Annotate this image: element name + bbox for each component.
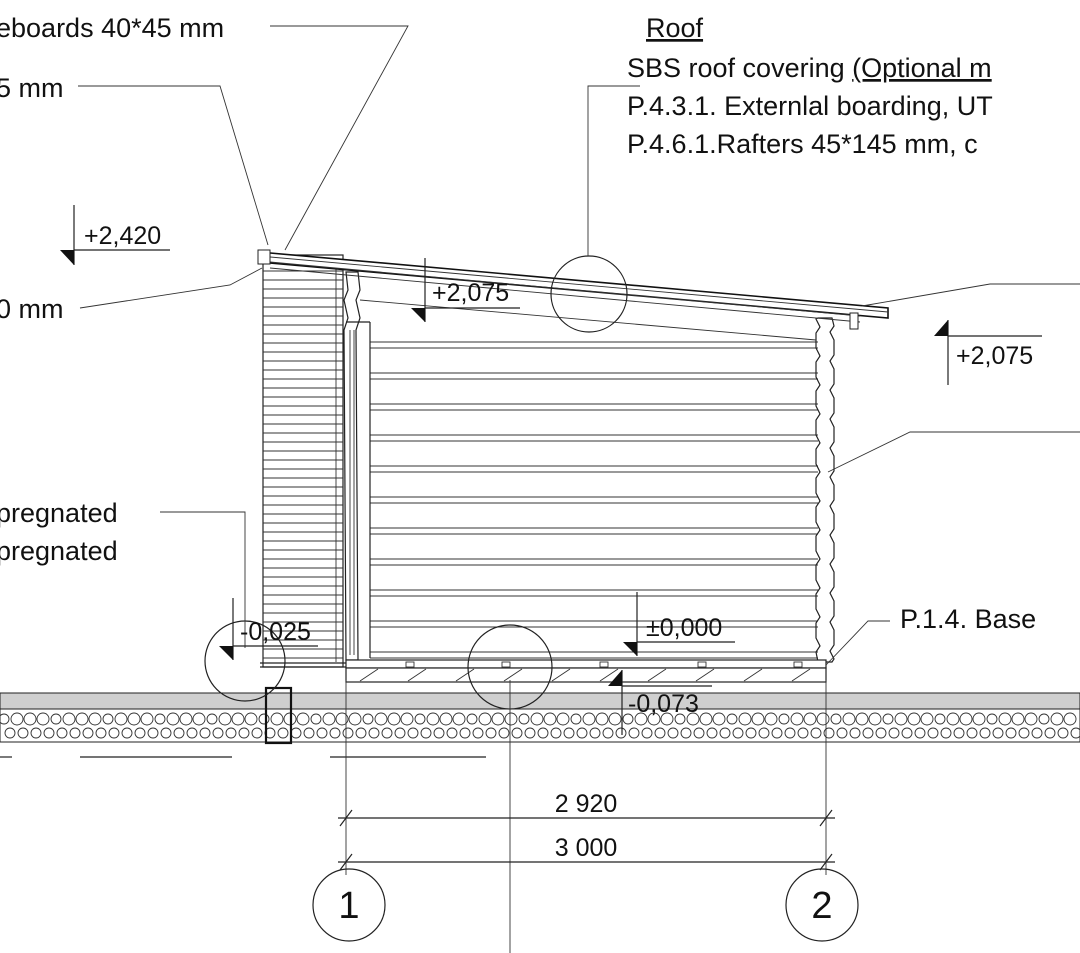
callout-impregnated-1: pregnated: [0, 498, 118, 528]
dimension-lines: 2 920 3 000: [338, 680, 835, 875]
left-log-post: [343, 271, 361, 661]
axis-bubble-2: 2: [785, 868, 859, 942]
level-top-label: +2,420: [84, 222, 161, 250]
leader-lines: [78, 25, 1080, 953]
level-marker-ground: -0,073: [608, 670, 712, 735]
level-marker-floor: ±0,000: [623, 592, 735, 656]
axis-bubble-1: 1: [312, 868, 386, 942]
level-marker-top: +2,420: [60, 205, 170, 265]
wall-logs: [346, 321, 818, 659]
axis-label-2: 2: [811, 885, 832, 927]
level-floor-label: ±0,000: [646, 614, 722, 642]
roof-title: Roof: [646, 13, 704, 43]
axis-label-1: 1: [338, 885, 359, 927]
level-marker-inner: +2,075: [411, 258, 520, 322]
foundation-block: [264, 686, 293, 745]
callout-base: P.1.4. Base: [900, 604, 1036, 634]
ground-gravel: [0, 692, 1080, 743]
roof-line-3: P.4.6.1.Rafters 45*145 mm, c: [627, 129, 978, 159]
right-log-post: [815, 317, 835, 663]
callout-baseboards: eboards 40*45 mm: [0, 13, 224, 43]
roof-line-1-optional: (Optional m: [852, 53, 992, 83]
roof-line-2: P.4.3.1. Externlal boarding, UT: [627, 91, 993, 121]
level-left-low-label: -0,025: [240, 618, 311, 646]
callout-impregnated-2: pregnated: [0, 536, 118, 566]
level-marker-right: +2,075: [934, 320, 1042, 385]
roof-line-1: SBS roof covering (Optional m: [627, 53, 992, 83]
level-inner-label: +2,075: [432, 279, 509, 307]
roof-slope: [257, 249, 889, 341]
roof-line-1-prefix: SBS roof covering: [627, 53, 852, 83]
level-ground-label: -0,073: [628, 690, 699, 718]
dimension-outer-label: 3 000: [555, 834, 618, 862]
level-right-label: +2,075: [956, 342, 1033, 370]
callout-mm-top: 5 mm: [0, 73, 64, 103]
left-wall-cladding: [262, 254, 344, 668]
dimension-inner-label: 2 920: [555, 790, 618, 818]
callout-mm-mid: 0 mm: [0, 294, 64, 324]
floor-structure: [260, 659, 827, 683]
level-marker-left-low: -0,025: [219, 598, 318, 660]
